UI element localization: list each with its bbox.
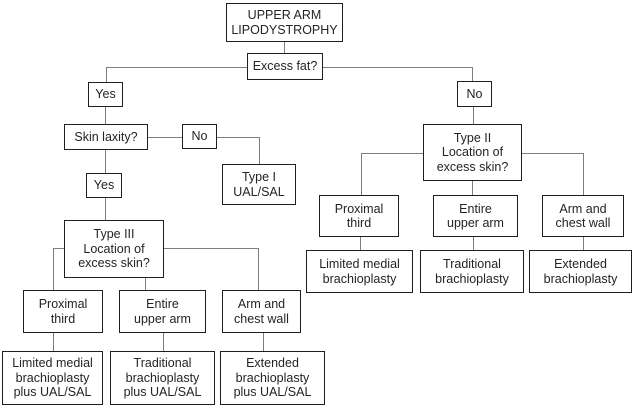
node-excess-fat-yes: Yes bbox=[88, 82, 123, 107]
connector-right-entire-down bbox=[473, 237, 474, 250]
node-left-proximal-third: Proximal third bbox=[23, 290, 103, 333]
connector-type-ii-mid-v bbox=[472, 181, 473, 195]
connector-no2-to-type-ii bbox=[473, 107, 474, 124]
node-traditional-brachioplasty: Traditional brachioplasty bbox=[420, 250, 524, 293]
node-type-iii-location-question: Type III Location of excess skin? bbox=[64, 220, 164, 278]
connector-no-right bbox=[217, 137, 259, 138]
connector-type-iii-mid-v bbox=[145, 278, 146, 290]
node-type-ii-location-question: Type II Location of excess skin? bbox=[423, 124, 522, 181]
connector-type-iii-right-v bbox=[258, 248, 259, 290]
node-limited-medial-brachioplasty: Limited medial brachioplasty bbox=[306, 250, 413, 293]
connector-type-ii-left-v bbox=[361, 153, 362, 195]
node-right-proximal-third: Proximal third bbox=[319, 195, 399, 237]
connector-type-iii-left-v bbox=[53, 248, 54, 290]
connector-left-entire-down bbox=[163, 333, 164, 351]
connector-right-armchest-down bbox=[583, 237, 584, 250]
connector-skin-laxity-to-yes2 bbox=[105, 150, 106, 173]
node-skin-laxity-no: No bbox=[182, 124, 217, 149]
connector-type-ii-left-h bbox=[361, 153, 423, 154]
connector-skin-laxity-to-no bbox=[148, 137, 182, 138]
node-type-i-ual-sal: Type I UAL/SAL bbox=[222, 164, 296, 205]
connector-type-iii-left-h bbox=[53, 248, 64, 249]
connector-yes1-to-skin-laxity bbox=[105, 107, 106, 124]
connector-down-to-type-i bbox=[259, 137, 260, 164]
node-left-entire-upper-arm: Entire upper arm bbox=[119, 290, 206, 333]
node-right-arm-chest-wall: Arm and chest wall bbox=[542, 195, 624, 237]
node-traditional-brachioplasty-ual-sal: Traditional brachioplasty plus UAL/SAL bbox=[110, 351, 215, 405]
connector-down-to-yes1 bbox=[106, 67, 107, 82]
node-excess-fat-question: Excess fat? bbox=[247, 53, 323, 80]
connector-type-ii-right-h bbox=[522, 153, 583, 154]
node-left-arm-chest-wall: Arm and chest wall bbox=[222, 290, 301, 333]
connector-root-to-excess-fat bbox=[284, 42, 285, 53]
node-limited-medial-brachioplasty-ual-sal: Limited medial brachioplasty plus UAL/SA… bbox=[2, 351, 103, 405]
node-right-entire-upper-arm: Entire upper arm bbox=[433, 195, 518, 237]
connector-right-proximal-down bbox=[360, 237, 361, 250]
connector-type-iii-right-h bbox=[164, 248, 258, 249]
connector-down-to-no2 bbox=[472, 67, 473, 81]
connector-type-ii-right-v bbox=[583, 153, 584, 195]
connector-yes2-to-type-iii bbox=[105, 198, 106, 220]
node-upper-arm-lipodystrophy: UPPER ARM LIPODYSTROPHY bbox=[226, 3, 343, 42]
node-extended-brachioplasty-ual-sal: Extended brachioplasty plus UAL/SAL bbox=[220, 351, 325, 405]
connector-excess-fat-left bbox=[106, 67, 247, 68]
node-extended-brachioplasty: Extended brachioplasty bbox=[529, 250, 632, 293]
node-excess-fat-no: No bbox=[457, 81, 492, 107]
node-skin-laxity-question: Skin laxity? bbox=[64, 124, 148, 150]
node-skin-laxity-yes: Yes bbox=[86, 173, 122, 198]
connector-left-armchest-down bbox=[263, 333, 264, 351]
connector-excess-fat-right bbox=[323, 67, 472, 68]
connector-left-proximal-down bbox=[53, 333, 54, 351]
